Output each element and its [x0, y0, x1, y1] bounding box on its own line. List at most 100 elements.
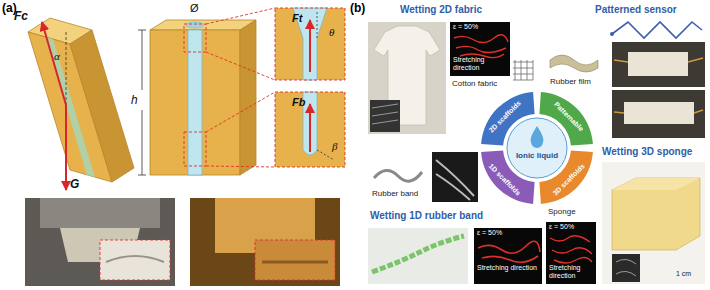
zoom-bottom-part [275, 92, 345, 167]
photo-left [25, 198, 175, 286]
sensor-schematic-part [624, 102, 694, 124]
fluorescence-image-part [550, 236, 592, 263]
film-icon-part [550, 55, 598, 72]
force-arrows-part [66, 30, 67, 105]
scaffold-ring-part [531, 126, 544, 148]
zoom-leaders-part [206, 52, 275, 80]
zoom-top [275, 8, 345, 80]
strain-label: ε = 50% [453, 23, 478, 31]
panel-letter: (b) [350, 2, 365, 15]
angle-label: θ [329, 26, 334, 38]
angle-label: α [54, 50, 60, 62]
force-label: Fb [292, 96, 305, 108]
photo-left-part [25, 198, 175, 286]
sensor-schematic [610, 22, 705, 138]
upright-block-part [240, 20, 256, 175]
angle-label: β [332, 140, 337, 152]
fluorescence-image-part [474, 228, 542, 284]
zoom-top-part [275, 8, 345, 80]
sponge-photo [602, 162, 705, 284]
zoom-top-part [293, 8, 327, 80]
shirt-photo-part [368, 22, 446, 134]
zoom-leaders-part [184, 24, 206, 52]
photo-right [190, 198, 340, 286]
zoom-top-part [309, 20, 311, 72]
fluorescence-image [450, 22, 510, 76]
film-icon [550, 55, 598, 72]
height-dimension-part [138, 175, 146, 176]
panel-heading: Wetting 1D rubber band [370, 210, 483, 222]
tilted-block [28, 18, 134, 182]
direction-label: Stretching direction [477, 264, 537, 272]
height-dimension-part [142, 110, 143, 175]
shirt-photo-part [370, 100, 400, 132]
fabric-icon [513, 60, 533, 80]
zoom-leaders-part [184, 132, 206, 166]
sensor-schematic-part [610, 32, 614, 36]
rope-photo-part [372, 236, 464, 272]
zoom-leaders-part [206, 166, 275, 167]
height-label: h [131, 94, 138, 107]
sensor-schematic-part [612, 42, 705, 87]
shirt-photo [368, 22, 446, 134]
photo-left-part [40, 198, 160, 228]
liquid-circle: Ionic liquid [516, 152, 558, 161]
height-dimension-part [142, 30, 143, 90]
height-dimension-part [138, 30, 146, 31]
strain-label: ε = 50% [549, 223, 574, 231]
scaffold-label: Cotton fabric [452, 80, 497, 89]
panel-heading: Wetting 3D sponge [602, 146, 692, 158]
photo-right-part [262, 261, 328, 264]
photo-left-part [106, 256, 164, 262]
fluorescence-image-part [454, 35, 508, 58]
scaffold-ring-part [507, 118, 567, 178]
sensor-schematic-part [614, 58, 703, 62]
shirt-photo-part [372, 104, 398, 124]
scaffold-label: Rubber band [372, 190, 418, 199]
zoom-leaders-part [206, 8, 275, 24]
scaffold-label: Rubber film [550, 78, 591, 87]
force-arrows-part [42, 22, 66, 105]
force-label: Fc [14, 10, 28, 23]
node-text: Wetting 3D sponge [602, 146, 692, 158]
tilted-block-part [70, 30, 134, 182]
sponge-photo-part [612, 178, 700, 250]
fluorescence-image-part [546, 222, 596, 284]
force-label: G [70, 178, 79, 191]
panel-heading: Patterned sensor [595, 4, 677, 16]
upright-block-part [150, 20, 256, 30]
scale-label: 1 cm [676, 270, 691, 278]
force-arrows [42, 22, 66, 190]
fluorescence-image-part [450, 22, 510, 76]
zoom-bottom-part [275, 92, 345, 167]
fluorescence-image-part [478, 241, 540, 262]
strain-label: ε = 50% [477, 229, 502, 237]
sensor-schematic-part [614, 110, 703, 113]
node-text: Wetting 1D rubber band [370, 210, 483, 222]
sponge-photo-part [612, 254, 640, 282]
zoom-bottom-part [317, 150, 334, 160]
fluorescence-image [474, 228, 542, 284]
zoom-top-part [317, 12, 318, 38]
panel-heading: Wetting 2D fabric [400, 4, 482, 16]
diameter-label: Ø [190, 2, 199, 14]
rope-icon-part [374, 170, 422, 181]
photo-right-part [255, 240, 335, 280]
zoom-leaders [184, 8, 275, 167]
rope-icon-part [436, 160, 474, 200]
direction-label: Stretching direction [549, 264, 595, 279]
zoom-leaders-part [206, 92, 275, 132]
rope-photo-part [368, 228, 468, 284]
zoom-bottom [275, 92, 345, 167]
force-arrows-part [65, 105, 67, 190]
node-text: Patterned sensor [595, 4, 677, 16]
node-text: Ionic liquid [516, 152, 558, 161]
force-label: Ft [292, 12, 302, 24]
zoom-top-part [275, 8, 345, 80]
photo-left-part [100, 240, 170, 280]
node-text: Wetting 2D fabric [400, 4, 482, 16]
scaffold-label: Sponge [548, 208, 576, 217]
